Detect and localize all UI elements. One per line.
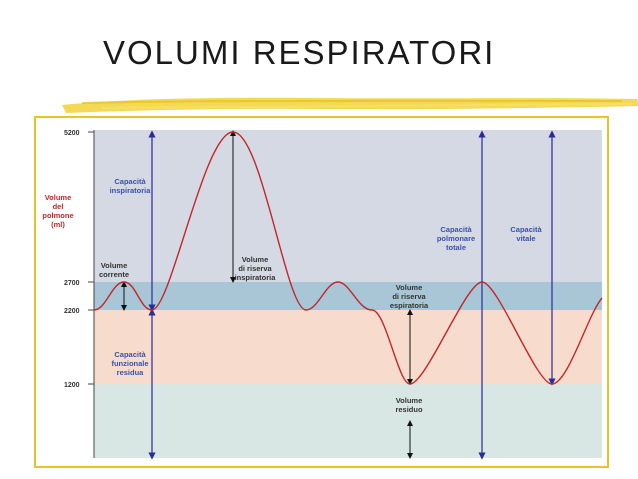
svg-text:di riserva: di riserva (238, 264, 272, 273)
label-expiratory-reserve: Volume di riserva espiratoria (390, 283, 429, 310)
svg-text:Volume: Volume (101, 261, 128, 270)
tick-2700: 2700 (64, 280, 80, 287)
svg-text:Capacità: Capacità (114, 350, 146, 359)
label-functional-residual-capacity: Capacità funzionale residua (111, 350, 148, 377)
y-axis-title-line-2: del (53, 202, 64, 211)
svg-text:residua: residua (117, 368, 145, 377)
breathing-curve (93, 131, 603, 385)
svg-text:Volume: Volume (396, 396, 423, 405)
label-inspiratory-capacity: Capacità inspiratoria (110, 177, 152, 195)
svg-text:Capacità: Capacità (114, 177, 146, 186)
y-axis-title-line-3: polmone (42, 211, 73, 220)
svg-text:Capacità: Capacità (510, 225, 542, 234)
svg-text:inspiratoria: inspiratoria (235, 273, 277, 282)
band-residual-volume (94, 384, 602, 458)
figure-frame (34, 116, 609, 468)
title-underline-brush (62, 97, 638, 113)
svg-text:polmonare: polmonare (437, 234, 475, 243)
svg-text:di riserva: di riserva (392, 292, 426, 301)
label-inspiratory-reserve: Volume di riserva inspiratoria (235, 255, 277, 282)
band-expiratory-reserve (94, 310, 602, 384)
y-axis-title-line-1: Volume (45, 193, 72, 202)
lung-volumes-diagram: 5200 2700 2200 1200 Volume del polmone (… (42, 130, 603, 460)
svg-text:Volume: Volume (396, 283, 423, 292)
label-tidal-volume: Volume corrente (99, 261, 129, 279)
svg-text:Capacità: Capacità (440, 225, 472, 234)
svg-text:Volume: Volume (242, 255, 269, 264)
y-axis-title-line-4: (ml) (51, 220, 65, 229)
svg-text:totale: totale (446, 243, 466, 252)
tick-2200: 2200 (64, 308, 80, 315)
svg-text:vitale: vitale (516, 234, 535, 243)
svg-text:funzionale: funzionale (111, 359, 148, 368)
label-total-lung-capacity: Capacità polmonare totale (437, 225, 475, 252)
svg-text:espiratoria: espiratoria (390, 301, 429, 310)
label-vital-capacity: Capacità vitale (510, 225, 542, 243)
label-residual-volume: Volume residuo (395, 396, 423, 414)
slide-title: VOLUMI RESPIRATORI (103, 34, 496, 71)
tick-5200: 5200 (64, 130, 80, 137)
svg-text:inspiratoria: inspiratoria (110, 186, 152, 195)
svg-text:corrente: corrente (99, 270, 129, 279)
svg-text:residuo: residuo (395, 405, 423, 414)
tick-1200: 1200 (64, 382, 80, 389)
band-inspiratory-reserve (94, 130, 602, 282)
band-tidal-volume (94, 282, 602, 310)
